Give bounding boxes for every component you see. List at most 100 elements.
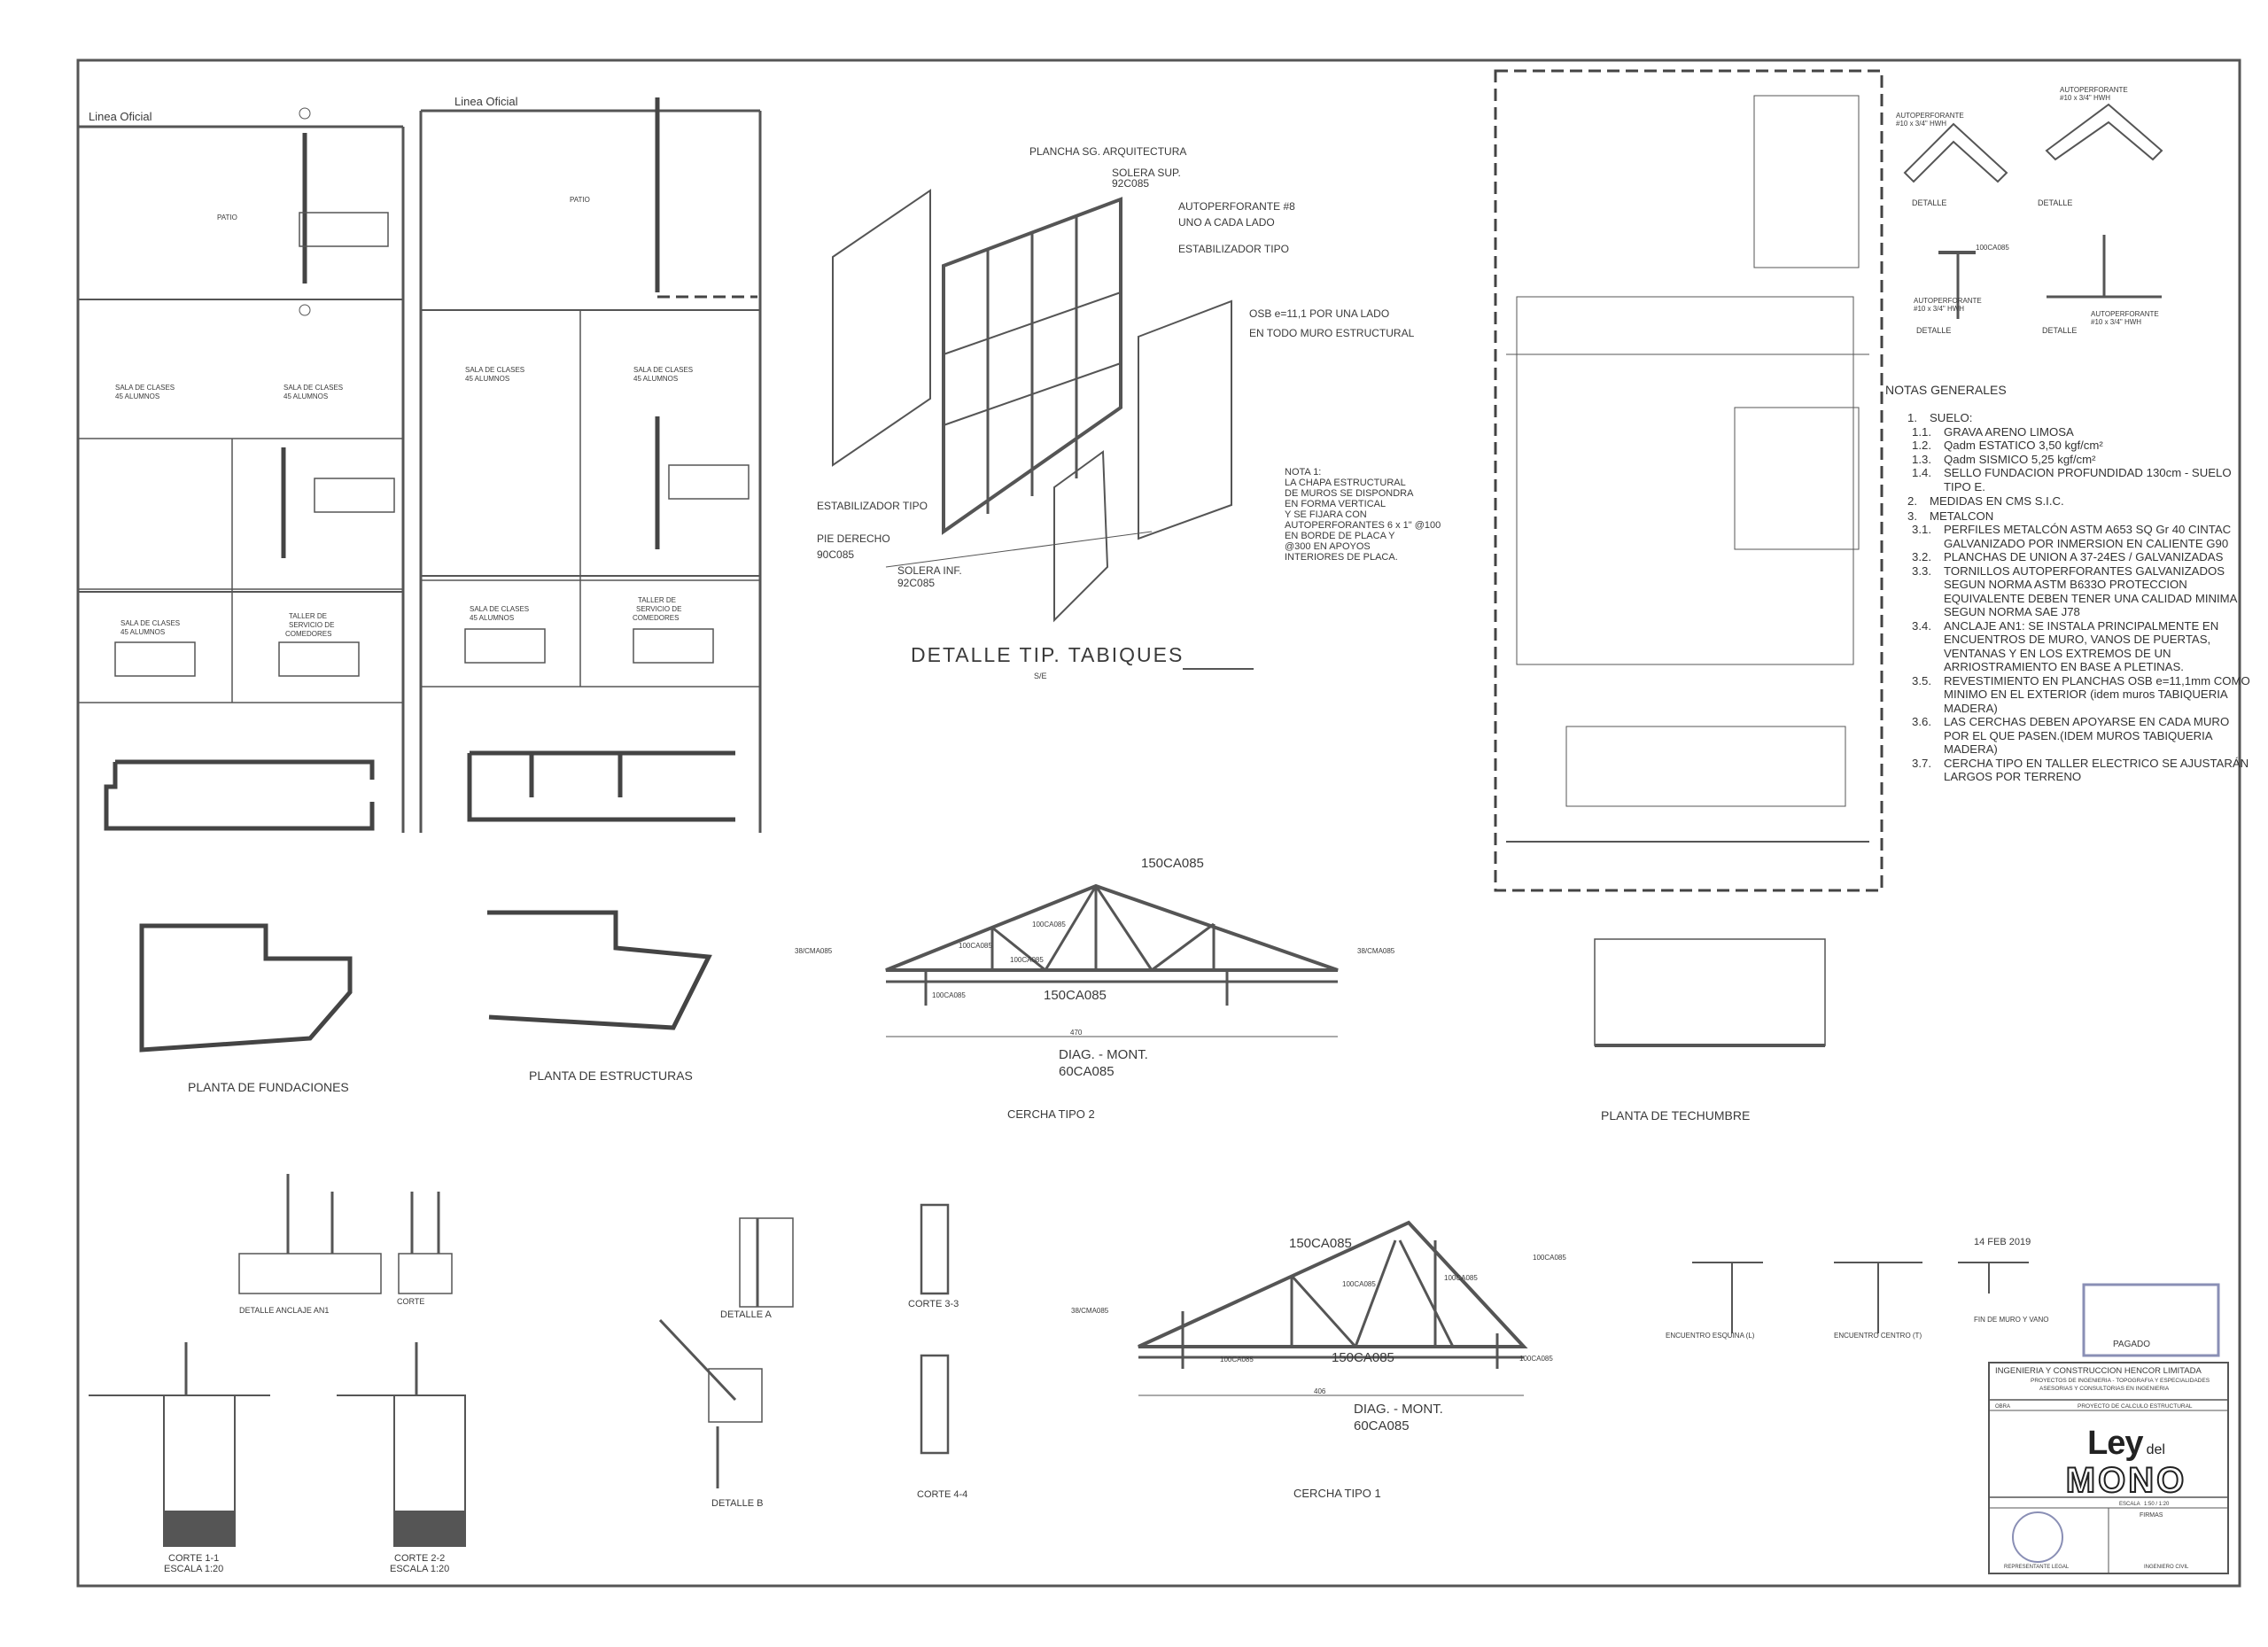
- cercha-code: 150CA085: [1141, 856, 1204, 871]
- detail-title: DETALLE: [2042, 326, 2077, 335]
- roof-plan: [1494, 69, 1884, 892]
- cercha-dim: 470: [1070, 1029, 1083, 1037]
- tabiques-scale: S/E: [1034, 672, 1047, 680]
- room-label: SALA DE CLASES: [115, 384, 175, 392]
- detail-title: DETALLE ANCLAJE AN1: [239, 1306, 329, 1315]
- room-label: PATIO: [217, 214, 237, 221]
- svg-text:AUTOPERFORANTES 6 x 1" @100: AUTOPERFORANTES 6 x 1" @100: [1285, 520, 1441, 531]
- tabique-label: PLANCHA SG. ARQUITECTURA: [1029, 145, 1186, 158]
- note-text: SELLO FUNDACION PROFUNDIDAD 130cm - SUEL…: [1944, 466, 2232, 493]
- note-number: 1.4.: [1912, 466, 1931, 479]
- cercha-code: 60CA085: [1059, 1064, 1115, 1079]
- detail-title: DETALLE B: [711, 1498, 764, 1509]
- note-item: 3.5.REVESTIMIENTO EN PLANCHAS OSB e=11,1…: [1885, 674, 2257, 716]
- note-text: TORNILLOS AUTOPERFORANTES GALVANIZADOS S…: [1944, 563, 2237, 619]
- detail-title: CORTE 4-4: [917, 1489, 967, 1500]
- detail-label: AUTOPERFORANTE: [2091, 310, 2159, 318]
- roof-detail: [1594, 938, 1826, 1047]
- detail-label: 100CA085: [1976, 244, 2009, 252]
- note-text: PLANCHAS DE UNION A 37-24ES / GALVANIZAD…: [1944, 550, 2224, 563]
- note-text: SUELO:: [1930, 411, 1973, 424]
- detail-label: #10 x 3/4" HWH: [1914, 305, 1964, 313]
- note-text: Qadm SISMICO 5,25 kgf/cm²: [1944, 452, 2096, 466]
- tabique-label: PIE DERECHO: [817, 532, 890, 545]
- small-plans: [104, 750, 735, 1053]
- note-number: 2.: [1907, 494, 1917, 508]
- title-block: [1988, 1362, 2229, 1574]
- room-label: SALA DE CLASES: [465, 366, 524, 374]
- detail-label: #10 x 3/4" HWH: [2060, 94, 2110, 102]
- notes-heading: NOTAS GENERALES: [1885, 383, 2007, 397]
- room-label: SERVICIO DE: [289, 621, 334, 629]
- note-number: 1.3.: [1912, 452, 1931, 466]
- detail-label: AUTOPERFORANTE: [2060, 86, 2128, 94]
- detail-title: FIN DE MURO Y VANO: [1974, 1316, 2048, 1324]
- tabique-label: SOLERA INF.: [897, 564, 962, 577]
- svg-text:LA CHAPA ESTRUCTURAL: LA CHAPA ESTRUCTURAL: [1285, 478, 1406, 488]
- logo-mono: MONO: [2065, 1461, 2187, 1500]
- note-number: 3.1.: [1912, 523, 1931, 536]
- note-text: MEDIDAS EN CMS S.I.C.: [1930, 494, 2064, 508]
- note-item: 1. SUELO:: [1885, 411, 2257, 425]
- signature-label: REPRESENTANTE LEGAL: [2004, 1565, 2070, 1570]
- tabique-label: ESTABILIZADOR TIPO: [817, 500, 928, 512]
- room-label: 45 ALUMNOS: [120, 628, 165, 636]
- room-label: SERVICIO DE: [636, 605, 681, 613]
- note-item: 2. MEDIDAS EN CMS S.I.C.: [1885, 494, 2257, 509]
- cercha-code: 150CA085: [1044, 988, 1107, 1003]
- logo-ley: Ley: [2087, 1425, 2143, 1462]
- room-label: TALLER DE: [638, 596, 676, 604]
- project-name: PROYECTO DE CALCULO ESTRUCTURAL: [2078, 1403, 2193, 1410]
- cercha-label: 38/CMA085: [1357, 947, 1395, 955]
- floor-plan-1: Linea Oficial PATIO SALA DE CLASES 45 AL…: [77, 107, 405, 833]
- cercha-label: 100CA085: [932, 991, 966, 999]
- cercha-code: DIAG. - MONT.: [1059, 1047, 1148, 1062]
- cercha-code: 60CA085: [1354, 1418, 1410, 1433]
- tabique-label: SOLERA SUP.: [1112, 167, 1181, 179]
- stamp-pagado: PAGADO: [2113, 1340, 2150, 1349]
- note-item: 3.7.CERCHA TIPO EN TALLER ELECTRICO SE A…: [1885, 757, 2257, 784]
- note-item: 1.3. Qadm SISMICO 5,25 kgf/cm²: [1885, 453, 2257, 467]
- stamp-box: [2082, 1283, 2220, 1357]
- note-number: 3.7.: [1912, 756, 1931, 770]
- note-number: 1.: [1907, 411, 1917, 424]
- linea-oficial-label: Linea Oficial: [89, 110, 152, 123]
- connection-details: [658, 1203, 950, 1488]
- tabique-label: UNO A CADA LADO: [1178, 216, 1275, 229]
- room-label: 45 ALUMNOS: [115, 392, 159, 400]
- note-number: 3.: [1907, 509, 1917, 523]
- room-label: COMEDORES: [633, 614, 679, 622]
- general-notes: NOTAS GENERALES 1.SUELO:1.1.GRAVA ARENO …: [1885, 383, 2257, 784]
- plan-title: PLANTA DE ESTRUCTURAS: [529, 1068, 693, 1083]
- stamp-date: 14 FEB 2019: [1974, 1237, 2031, 1247]
- room-label: SALA DE CLASES: [284, 384, 343, 392]
- foundation-details: [89, 1174, 466, 1547]
- room-label: 45 ALUMNOS: [633, 375, 678, 383]
- detail-label: AUTOPERFORANTE: [1896, 112, 1964, 120]
- tabique-label: 92C085: [1112, 177, 1149, 190]
- detail-title: DETALLE: [2038, 198, 2072, 207]
- cercha-title: CERCHA TIPO 2: [1007, 1107, 1095, 1121]
- detail-title: CORTE: [397, 1297, 424, 1306]
- svg-text:NOTA 1:: NOTA 1:: [1285, 467, 1321, 478]
- svg-text:DE MUROS SE DISPONDRA: DE MUROS SE DISPONDRA: [1285, 488, 1414, 499]
- note-text: Qadm ESTATICO 3,50 kgf/cm²: [1944, 439, 2103, 452]
- note-item: 1.2.Qadm ESTATICO 3,50 kgf/cm²: [1885, 439, 2257, 453]
- cercha-label: 100CA085: [1220, 1356, 1254, 1363]
- cercha-title: CERCHA TIPO 1: [1293, 1487, 1381, 1500]
- firmas-label: FIRMAS: [2140, 1512, 2163, 1519]
- cercha-code: DIAG. - MONT.: [1354, 1402, 1443, 1417]
- obra-label: OBRA: [1995, 1404, 2010, 1410]
- company-sub: ASESORIAS Y CONSULTORIAS EN INGENIERIA: [2039, 1386, 2170, 1392]
- cercha-label: 38/CMA085: [795, 947, 833, 955]
- logo-del: del: [2146, 1442, 2165, 1457]
- escala-label: ESCALA: [2119, 1502, 2140, 1507]
- room-label: 45 ALUMNOS: [284, 392, 328, 400]
- detail-label: #10 x 3/4" HWH: [1896, 120, 1946, 128]
- note-item: 1.4. SELLO FUNDACION PROFUNDIDAD 130cm - …: [1885, 466, 2257, 493]
- note-item: 3.METALCON: [1885, 509, 2257, 524]
- roof-connection-details: [1903, 103, 2163, 319]
- svg-text:Y SE FIJARA CON: Y SE FIJARA CON: [1285, 509, 1367, 520]
